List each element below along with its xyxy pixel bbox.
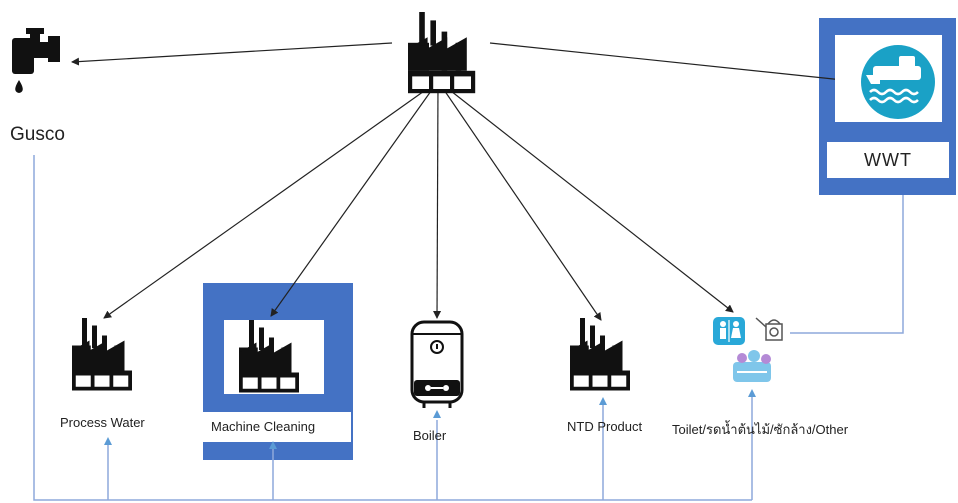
machine-cleaning-label: Machine Cleaning [211, 419, 316, 434]
wwt-label-panel: WWT [827, 142, 949, 178]
boiler-supply-arrow [433, 410, 441, 418]
supply-arrowheads [104, 389, 756, 449]
gusco-label: Gusco [10, 124, 65, 145]
cleaning-supplies-icon [733, 350, 771, 382]
arrow-to-boiler [433, 83, 442, 319]
process-water-supply-arrow [104, 437, 112, 445]
restroom-icon [713, 317, 745, 345]
machine-cleaning-supply-arrow [269, 441, 277, 449]
arrow-to-machine-cleaning [270, 83, 437, 317]
water-tap-icon [12, 28, 60, 93]
ntd-product-supply-arrow [599, 397, 607, 405]
arrow-to-ntd-product [439, 83, 602, 321]
process-water-factory-icon [72, 318, 132, 391]
machine-cleaning-label-panel [203, 412, 351, 442]
toilet-other-label: Toilet/รดน้ำต้นไม้/ซักล้าง/Other [672, 422, 849, 437]
ntd-product-factory-icon [570, 318, 630, 391]
boiler-icon [410, 320, 464, 408]
arrow-to-gusco [71, 42, 393, 66]
distribution-arrows [71, 42, 863, 321]
arrow-to-toilet [441, 83, 734, 313]
machine-cleaning-factory-icon [239, 320, 299, 393]
boiler-label: Boiler [413, 428, 447, 443]
watering-can-icon [755, 317, 783, 341]
toilet-supply-arrow [748, 389, 756, 397]
source-factory-icon [408, 12, 476, 94]
supply-lines [33, 155, 904, 501]
wwt-label: WWT [864, 150, 912, 170]
arrow-to-wwt [489, 42, 863, 86]
process-water-label: Process Water [60, 415, 145, 430]
arrow-to-process-water [103, 83, 435, 319]
wastewater-treatment-icon [835, 35, 942, 122]
ntd-product-label: NTD Product [567, 419, 643, 434]
